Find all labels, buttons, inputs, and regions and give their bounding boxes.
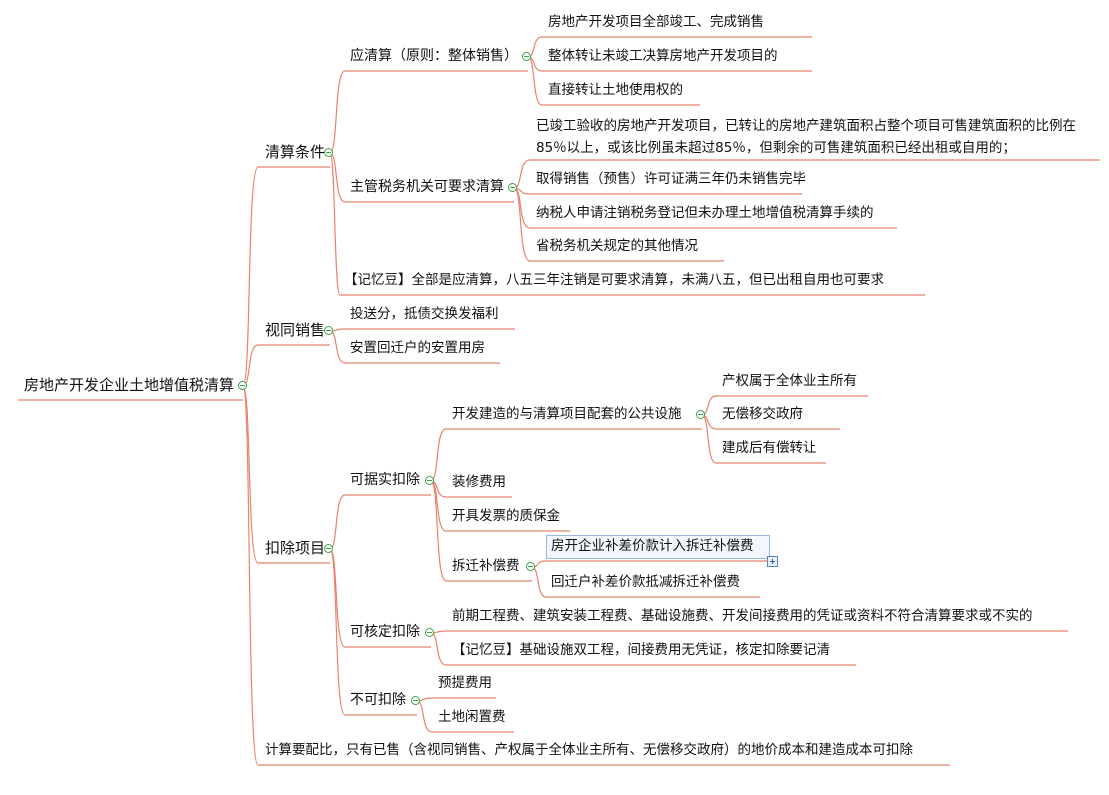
leaf-may-2[interactable]: 取得销售（预售）许可证满三年仍未销售完毕 xyxy=(536,171,806,187)
connector-curve xyxy=(416,700,433,733)
connector-curve xyxy=(329,548,346,716)
topic-deemed-sales[interactable]: 视同销售 xyxy=(265,321,326,339)
collapse-toggle-icon[interactable] xyxy=(238,381,247,390)
connector-curve xyxy=(513,159,531,189)
connector-curve xyxy=(242,385,259,564)
collapse-toggle-icon[interactable] xyxy=(425,476,434,485)
leaf-may-1[interactable]: 已竣工验收的房地产开发项目，已转让的房地产建筑面积占整个项目可售建筑面积的比例在… xyxy=(536,118,1076,156)
leaf-may-3[interactable]: 纳税人申请注销税务登记但未办理土地增值税清算手续的 xyxy=(536,205,874,221)
collapse-toggle-icon[interactable] xyxy=(324,326,333,335)
topic-may-require-liquidation[interactable]: 主管税务机关可要求清算 xyxy=(350,179,504,195)
connector-curve xyxy=(430,428,447,482)
leaf-non-deductible-1[interactable]: 预提费用 xyxy=(438,675,492,691)
collapse-toggle-icon[interactable] xyxy=(324,544,333,553)
connector-curve xyxy=(329,70,346,154)
leaf-must-2[interactable]: 整体转让未竣工决算房地产开发项目的 xyxy=(548,48,778,64)
topic-actual-deduction[interactable]: 可据实扣除 xyxy=(350,472,420,488)
leaf-must-3[interactable]: 直接转让土地使用权的 xyxy=(548,82,683,98)
leaf-approved-2[interactable]: 【记忆豆】基础设施双工程，间接费用无凭证，核定扣除要记清 xyxy=(452,642,830,658)
leaf-approved-1[interactable]: 前期工程费、建筑安装工程费、基础设施费、开发间接费用的凭证或资料不符合清算要求或… xyxy=(452,608,1033,624)
connector-curve xyxy=(531,566,547,598)
connector-curve xyxy=(701,414,717,464)
collapse-toggle-icon[interactable] xyxy=(522,52,531,61)
collapse-toggle-icon[interactable] xyxy=(696,410,705,419)
collapse-toggle-icon[interactable] xyxy=(324,148,333,157)
connector-curve xyxy=(430,480,447,532)
connector-curve xyxy=(242,385,259,766)
connector-curve xyxy=(329,330,346,364)
leaf-demolish-2[interactable]: 回迁户补差价款抵减拆迁补偿费 xyxy=(551,574,740,590)
topic-demolition-compensation[interactable]: 拆迁补偿费 xyxy=(452,558,520,574)
topic-liquidation-conditions[interactable]: 清算条件 xyxy=(265,143,326,161)
leaf-must-1[interactable]: 房地产开发项目全部竣工、完成销售 xyxy=(548,14,764,30)
connector-curve xyxy=(430,480,447,582)
memory-note-conditions[interactable]: 【记忆豆】全部是应清算，八五三年注销是可要求清算，未满八五，但已出租自用也可要求 xyxy=(344,272,884,288)
leaf-quality-deposit[interactable]: 开具发票的质保金 xyxy=(452,508,560,524)
collapse-toggle-icon[interactable] xyxy=(526,562,535,571)
connector-curve xyxy=(513,187,531,262)
leaf-deemed-2[interactable]: 安置回迁户的安置用房 xyxy=(350,340,485,356)
topic-deduction-items[interactable]: 扣除项目 xyxy=(265,539,326,557)
connector-curve xyxy=(329,152,341,296)
connector-curve xyxy=(329,494,346,550)
connector-curve xyxy=(527,56,543,106)
connector-curve xyxy=(430,632,447,666)
topic-approved-deduction[interactable]: 可核定扣除 xyxy=(350,624,420,640)
leaf-public-2[interactable]: 无偿移交政府 xyxy=(722,406,803,422)
collapse-toggle-icon[interactable] xyxy=(425,628,434,637)
leaf-decoration-fee[interactable]: 装修费用 xyxy=(452,474,506,490)
leaf-public-1[interactable]: 产权属于全体业主所有 xyxy=(722,373,857,389)
leaf-non-deductible-2[interactable]: 土地闲置费 xyxy=(438,709,506,725)
collapse-toggle-icon[interactable] xyxy=(508,183,517,192)
connector-curve xyxy=(329,548,346,648)
leaf-deemed-1[interactable]: 投送分，抵债交换发福利 xyxy=(350,306,499,322)
connector-curve xyxy=(242,166,259,387)
topic-must-liquidate[interactable]: 应清算（原则：整体销售） xyxy=(350,48,518,64)
leaf-may-4[interactable]: 省税务机关规定的其他情况 xyxy=(536,238,698,254)
add-topic-icon[interactable] xyxy=(767,556,778,567)
leaf-public-3[interactable]: 建成后有偿转让 xyxy=(722,440,817,456)
root-topic[interactable]: 房地产开发企业土地增值税清算 xyxy=(24,376,235,394)
collapse-toggle-icon[interactable] xyxy=(411,696,420,705)
leaf-demolish-1[interactable]: 房开企业补差价款计入拆迁补偿费 xyxy=(551,538,754,554)
selected-topic-highlight xyxy=(546,535,770,559)
topic-public-facilities[interactable]: 开发建造的与清算项目配套的公共设施 xyxy=(452,406,682,422)
topic-non-deductible[interactable]: 不可扣除 xyxy=(350,692,406,708)
topic-matching-principle[interactable]: 计算要配比，只有已售（含视同销售、产权属于全体业主所有、无偿移交政府）的地价成本… xyxy=(265,742,913,758)
